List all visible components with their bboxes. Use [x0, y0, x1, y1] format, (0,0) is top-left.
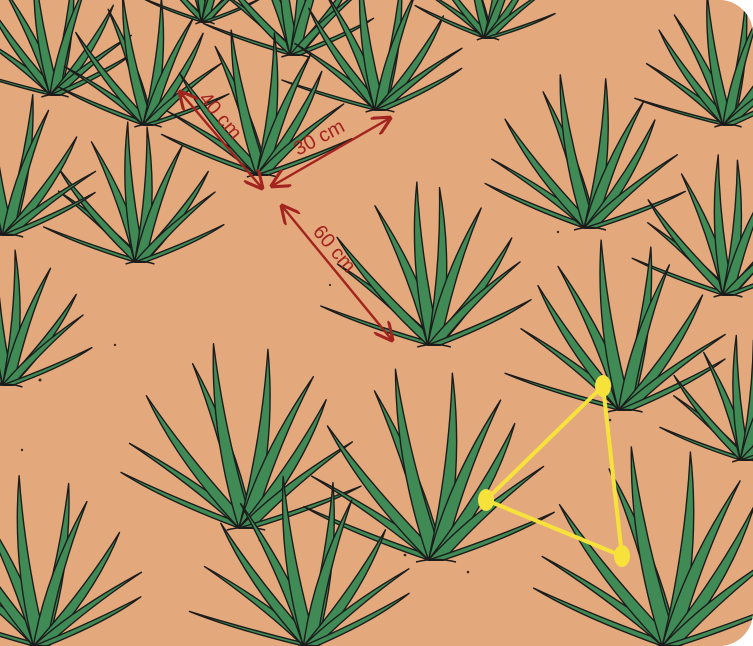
triangle-vertex-left [478, 489, 494, 511]
triangle-vertex-top [595, 375, 611, 397]
triangle-vertex-bottom [614, 545, 630, 567]
